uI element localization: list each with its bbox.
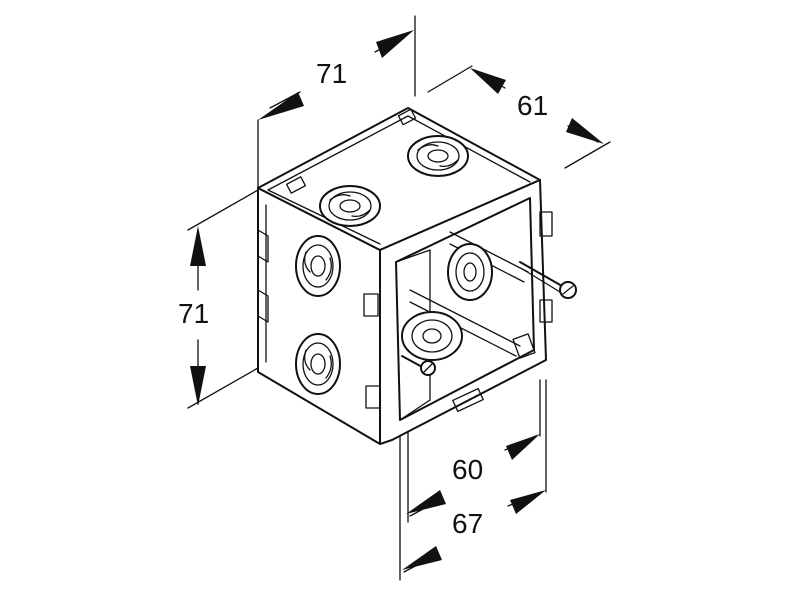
arrow-head (566, 118, 604, 144)
arrow-head (406, 490, 446, 514)
screw-right (519, 261, 577, 299)
screw-left (401, 355, 436, 376)
junction-box (257, 107, 577, 445)
knockout-top-2 (407, 135, 469, 177)
dimension-depth (427, 65, 611, 169)
arrow-head (258, 92, 304, 120)
arrow-head (506, 434, 540, 460)
knockout-back-1 (447, 243, 493, 301)
dimension-height (187, 189, 259, 409)
knockout-top-1 (319, 185, 381, 227)
knockout-left-1 (295, 235, 341, 297)
arrow-head (402, 546, 442, 570)
dimension-outer-width (399, 379, 547, 581)
arrow-head (376, 30, 414, 58)
dimension-label-outer-width: 67 (452, 508, 484, 539)
arrow-head (510, 490, 546, 514)
dimension-label-inner-width: 60 (452, 454, 484, 485)
dimension-label-height: 71 (178, 298, 210, 329)
dimension-top-width (257, 15, 416, 189)
dimension-label-top-width: 71 (316, 58, 348, 89)
arrow-head (190, 366, 206, 406)
arrow-head (470, 68, 506, 94)
knockout-left-2 (295, 333, 341, 395)
dimension-label-depth: 61 (517, 90, 549, 121)
knockout-back-2 (401, 311, 463, 361)
arrow-head (190, 226, 206, 266)
